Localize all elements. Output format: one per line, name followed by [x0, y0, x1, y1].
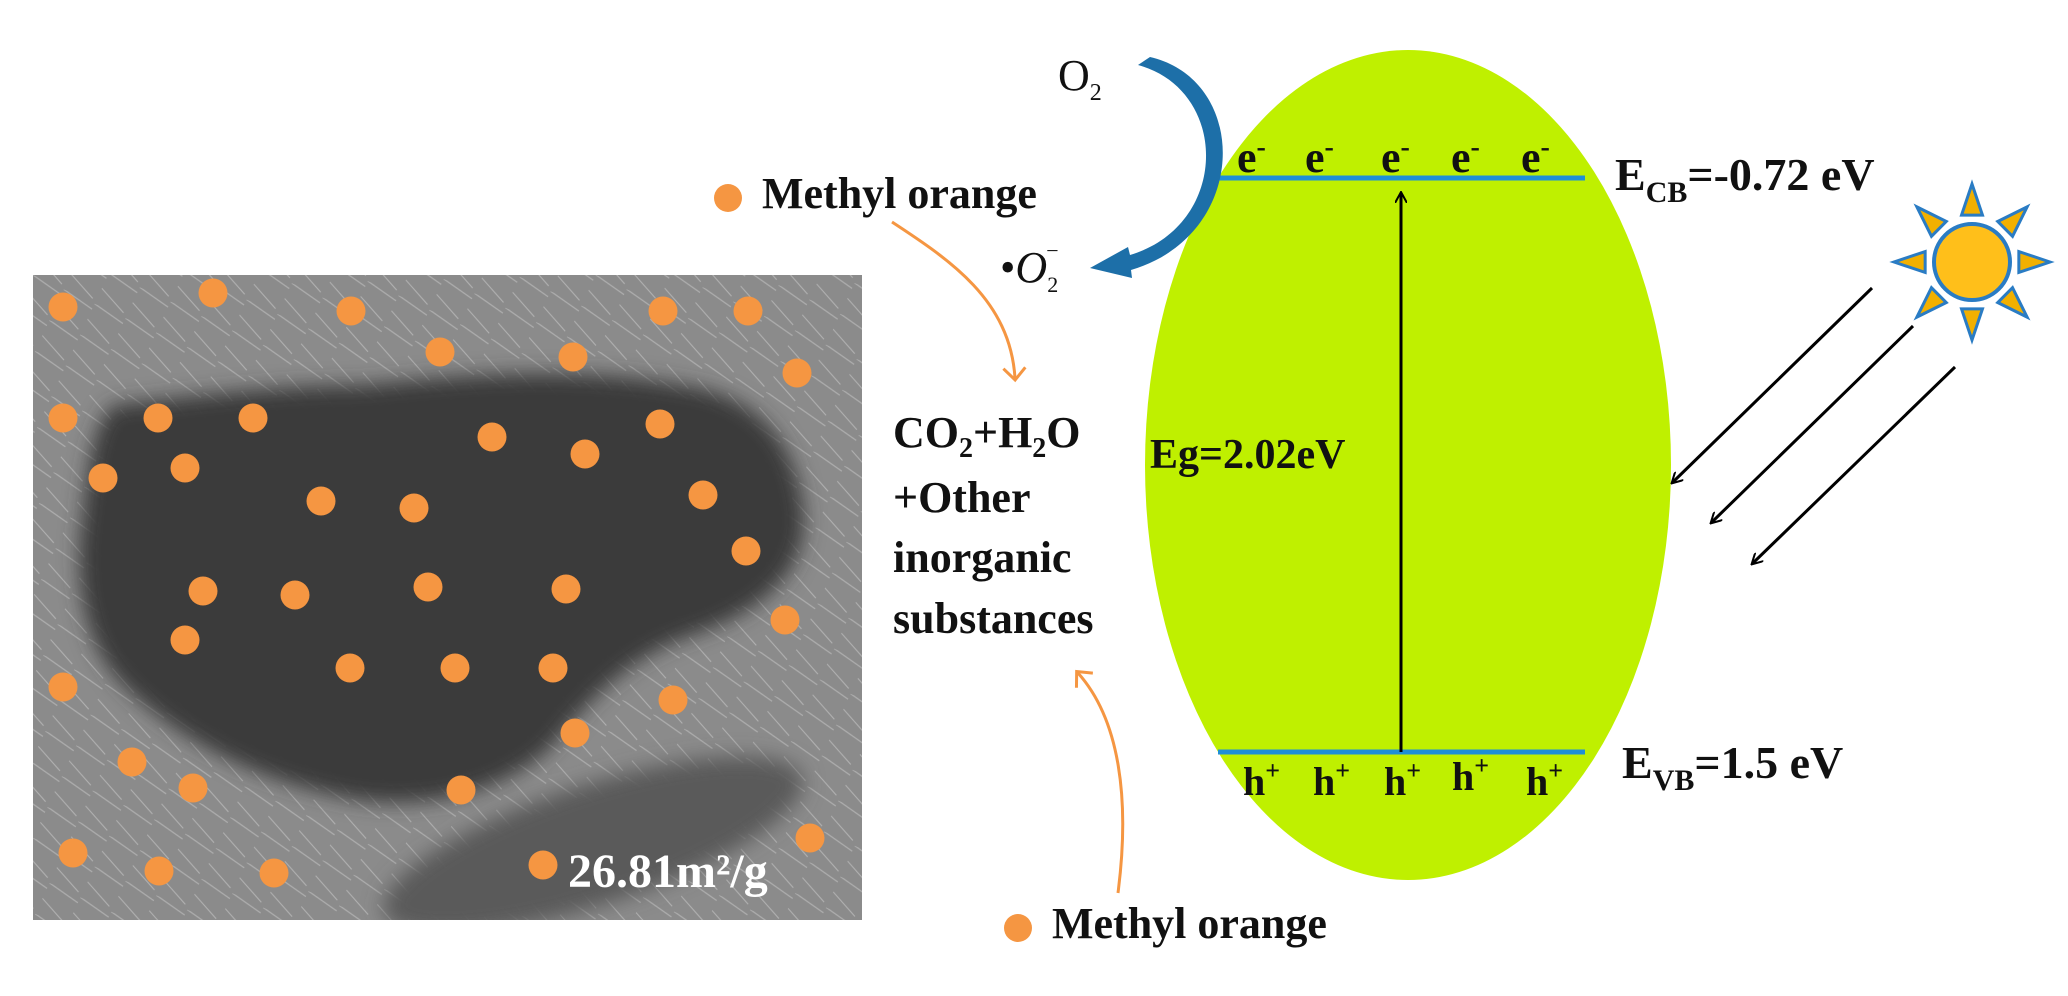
methyl-orange-dot [170, 453, 200, 483]
sun-ray [1959, 307, 1985, 345]
degradation-products: CO2+H2O +Other inorganic substances [893, 408, 1094, 643]
sun-ray [1995, 285, 2031, 321]
oxygen-label: O2 [1058, 51, 1102, 106]
methyl-orange-dot [551, 574, 581, 604]
methyl-orange-dot [48, 403, 78, 433]
electrons: e- e- e- e- e- [1237, 132, 1550, 182]
band-gap-label: Eg=2.02eV [1150, 432, 1345, 478]
methyl-orange-dot [440, 653, 470, 683]
methyl-orange-dot [188, 576, 218, 606]
sun-ray [1913, 285, 1949, 321]
methyl-orange-dot [658, 685, 688, 715]
svg-text:h+: h+ [1313, 756, 1350, 804]
methyl-orange-dot [280, 580, 310, 610]
methyl-orange-dot [48, 292, 78, 322]
methyl-orange-dot [336, 296, 366, 326]
surface-area-label: 26.81m²/g [568, 845, 768, 898]
svg-text:h+: h+ [1452, 751, 1489, 799]
svg-text:+Other: +Other [893, 473, 1030, 522]
holes: h+ h+ h+ h+ h+ [1243, 751, 1563, 804]
methyl-orange-dot [733, 296, 763, 326]
methyl-orange-dots [48, 278, 825, 888]
svg-text:e-: e- [1521, 132, 1550, 182]
sun-ray [1995, 203, 2031, 239]
methyl-orange-dot [238, 403, 268, 433]
methyl-orange-dot [117, 747, 147, 777]
methyl-orange-dot [335, 653, 365, 683]
methyl-orange-dot [425, 337, 455, 367]
sun-ray [2017, 249, 2055, 275]
methyl-orange-dot [570, 439, 600, 469]
superoxide-label: •O2− [1000, 238, 1059, 297]
svg-text:inorganic: inorganic [893, 533, 1071, 582]
methyl-orange-dot [731, 536, 761, 566]
methyl-orange-dot [477, 422, 507, 452]
conduction-band-energy: ECB=-0.72 eV [1615, 149, 1875, 209]
svg-text:CO2+H2O: CO2+H2O [893, 408, 1081, 464]
valence-band-energy: EVB=1.5 eV [1622, 737, 1843, 797]
sun-icon [1889, 179, 2055, 345]
methyl-orange-dot [645, 409, 675, 439]
degradation-arrow-bottom [1074, 669, 1125, 894]
methyl-orange-dot [528, 850, 558, 880]
methyl-orange-marker [1004, 913, 1032, 942]
methyl-orange-label: Methyl orange [762, 169, 1037, 218]
methyl-orange-dot [88, 463, 118, 493]
methyl-orange-dot [413, 572, 443, 602]
sun-ray [1913, 203, 1949, 239]
sun-ray [1889, 249, 1927, 275]
svg-text:e-: e- [1237, 132, 1266, 182]
methyl-orange-dot [560, 718, 590, 748]
methyl-orange-dot [782, 358, 812, 388]
svg-text:h+: h+ [1526, 756, 1563, 804]
methyl-orange-dot [399, 493, 429, 523]
methyl-orange-dot [306, 486, 336, 516]
methyl-orange-dot [770, 605, 800, 635]
svg-text:substances: substances [893, 594, 1094, 643]
degradation-arrow-top [891, 220, 1027, 383]
incident-light-arrows [1673, 286, 1957, 563]
methyl-orange-dot [198, 278, 228, 308]
svg-text:e-: e- [1381, 132, 1410, 182]
methyl-orange-dot [538, 653, 568, 683]
methyl-orange-dot [178, 773, 208, 803]
legend-top: Methyl orange [714, 168, 1037, 219]
svg-text:h+: h+ [1384, 756, 1421, 804]
svg-text:e-: e- [1451, 132, 1480, 182]
methyl-orange-dot [688, 480, 718, 510]
svg-text:h+: h+ [1243, 756, 1280, 804]
methyl-orange-dot [58, 838, 88, 868]
methyl-orange-dot [144, 856, 174, 886]
photocatalyst-particle [1145, 50, 1671, 880]
legend-bottom: Methyl orange [1004, 898, 1327, 949]
methyl-orange-dot [795, 823, 825, 853]
methyl-orange-marker [714, 183, 742, 212]
methyl-orange-dot [558, 342, 588, 372]
methyl-orange-dot [48, 672, 78, 702]
methyl-orange-dot [446, 775, 476, 805]
methyl-orange-dot [170, 625, 200, 655]
oxygen-reduction-arrow [1090, 57, 1223, 278]
sem-image-panel: 26.81m²/g [33, 275, 862, 920]
methyl-orange-dot [259, 858, 289, 888]
methyl-orange-dot [143, 403, 173, 433]
methyl-orange-label: Methyl orange [1052, 899, 1327, 948]
svg-text:e-: e- [1305, 132, 1334, 182]
methyl-orange-dot [648, 296, 678, 326]
sun-ray [1959, 179, 1985, 217]
